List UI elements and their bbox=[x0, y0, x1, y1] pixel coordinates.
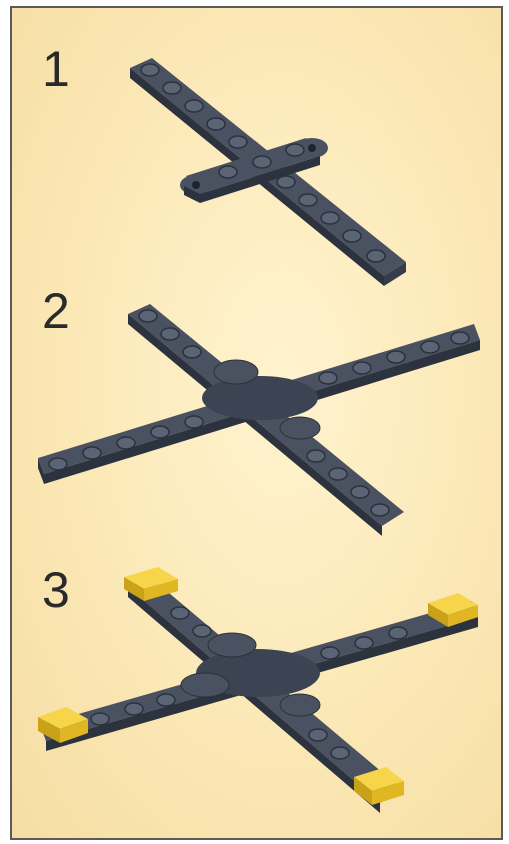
step-1: 1 bbox=[0, 0, 509, 290]
step-2-illustration bbox=[0, 280, 509, 550]
step-3-illustration bbox=[0, 555, 509, 835]
step-2: 2 bbox=[0, 280, 509, 550]
step-3: 3 bbox=[0, 555, 509, 835]
step-1-illustration bbox=[0, 0, 509, 290]
